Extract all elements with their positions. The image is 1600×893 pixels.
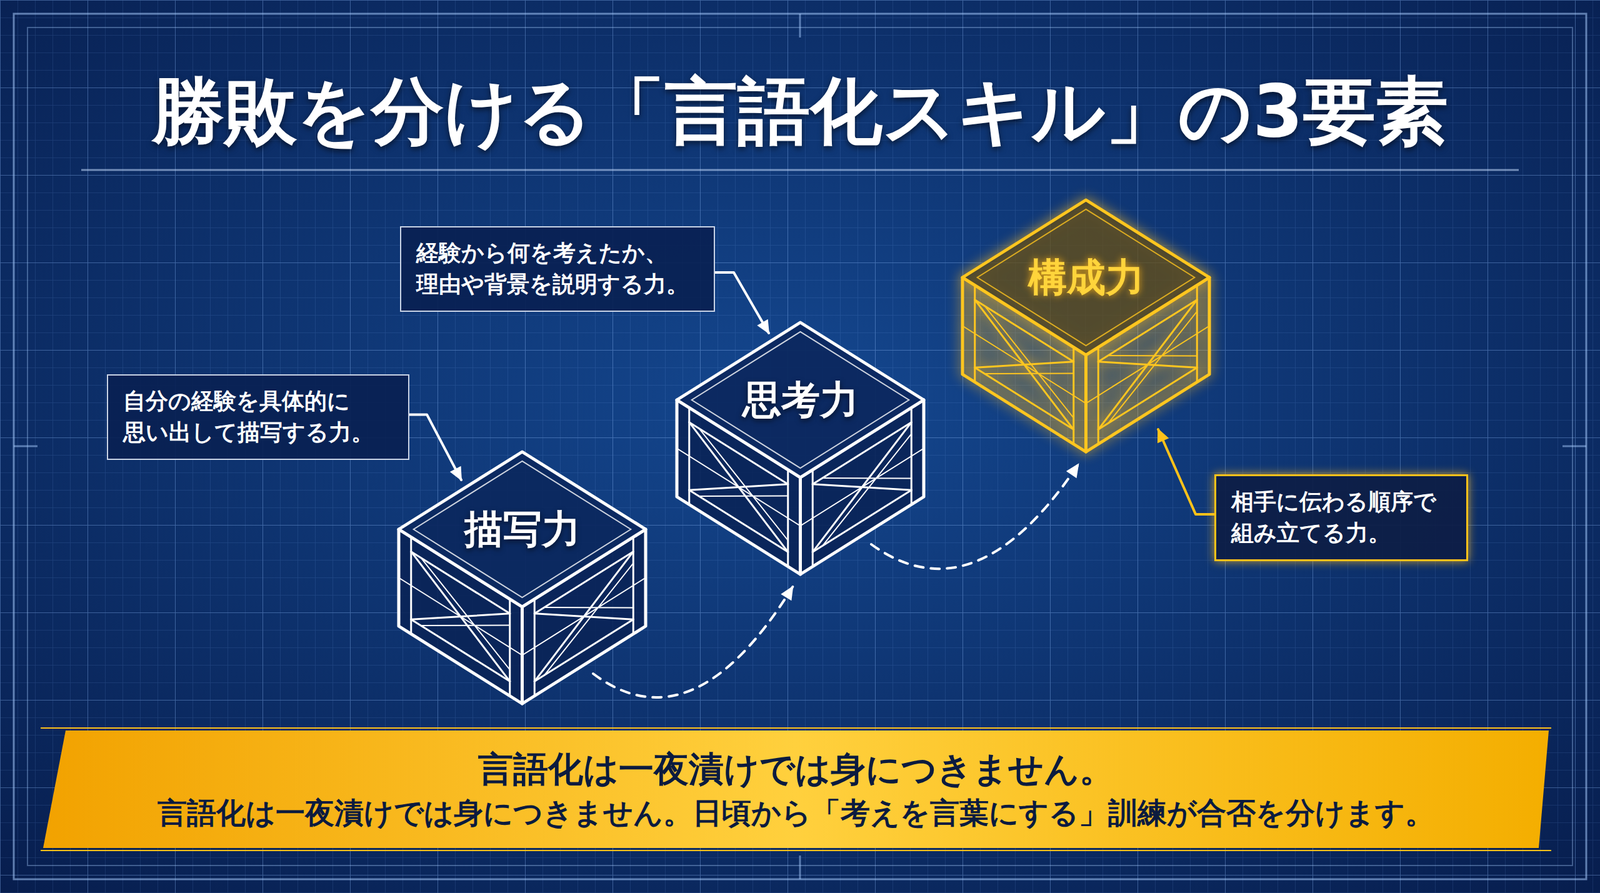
- crate-stroke: [534, 619, 634, 682]
- crate-stroke: [699, 495, 789, 497]
- crate-node: 構成力: [959, 196, 1213, 459]
- crate-label-area: 思考力: [673, 319, 927, 481]
- crate-top-rim: [413, 461, 632, 598]
- crate-stroke: [985, 372, 1074, 375]
- crate-label-area: 構成力: [959, 196, 1213, 359]
- crate-node: 思考力: [673, 319, 927, 581]
- crate-illustration: [395, 448, 649, 710]
- crate-stroke: [689, 484, 789, 490]
- crate-stroke: [421, 624, 510, 627]
- crate-illustration: [959, 196, 1213, 459]
- callout-box: 経験から何を考えたか、 理由や背景を説明する力。: [400, 226, 715, 312]
- crate-stroke: [1108, 355, 1197, 357]
- callout-box: 相手に伝わる順序で 組み立てる力。: [1214, 474, 1469, 562]
- crate-illustration: [673, 319, 927, 581]
- frame-tick: [13, 445, 38, 448]
- banner-edge-line: [40, 727, 1552, 729]
- crate-node: 描写力: [395, 448, 649, 710]
- banner-edge-line: [40, 850, 1552, 852]
- banner-text: 言語化は一夜漬けでは身につきません。: [478, 745, 1115, 794]
- banner-text: 言語化は一夜漬けでは身につきません。日頃から「考えを言葉にする」訓練が合否を分け…: [157, 793, 1435, 833]
- diagram-title: 勝敗を分ける「言語化スキル」の3要素: [0, 67, 1600, 155]
- crate-top: [676, 322, 924, 478]
- crate-label: 思考力: [742, 373, 859, 427]
- crate-label: 構成力: [1028, 251, 1145, 304]
- crate-top: [962, 200, 1210, 355]
- callout-box: 自分の経験を具体的に 思い出して描写する力。: [106, 374, 410, 460]
- banner-text-area: 言語化は一夜漬けでは身につきません。言語化は一夜漬けでは身につきません。日頃から…: [40, 726, 1552, 852]
- crate-top-rim: [977, 209, 1195, 346]
- frame-tick: [799, 855, 802, 880]
- crate-stroke: [1098, 367, 1197, 430]
- crate-stroke: [411, 613, 510, 620]
- banner-band: 言語化は一夜漬けでは身につきません。言語化は一夜漬けでは身につきません。日頃から…: [40, 726, 1552, 852]
- crate-label-area: 描写力: [395, 448, 649, 610]
- leader-arrow: [409, 414, 462, 480]
- banner-fill: [43, 730, 1549, 849]
- crate-stroke: [544, 606, 634, 609]
- callout-text: 経験から何を考えたか、 理由や背景を説明する力。: [416, 237, 699, 301]
- crate-stroke: [822, 477, 912, 480]
- crate-stroke: [812, 490, 912, 552]
- crate-top: [398, 451, 646, 607]
- callout-text: 相手に伝わる順序で 組み立てる力。: [1231, 486, 1452, 550]
- crate-label: 描写力: [464, 503, 581, 556]
- leader-arrow: [715, 272, 769, 334]
- callout-text: 自分の経験を具体的に 思い出して描写する力。: [123, 385, 394, 449]
- leader-arrow: [1158, 429, 1215, 515]
- inner-frame: [27, 27, 1573, 866]
- crate-top-rim: [691, 331, 910, 469]
- title-rule: [81, 169, 1519, 172]
- frame-tick: [1562, 445, 1587, 448]
- frame-tick: [799, 13, 802, 38]
- crate-stroke: [975, 361, 1074, 368]
